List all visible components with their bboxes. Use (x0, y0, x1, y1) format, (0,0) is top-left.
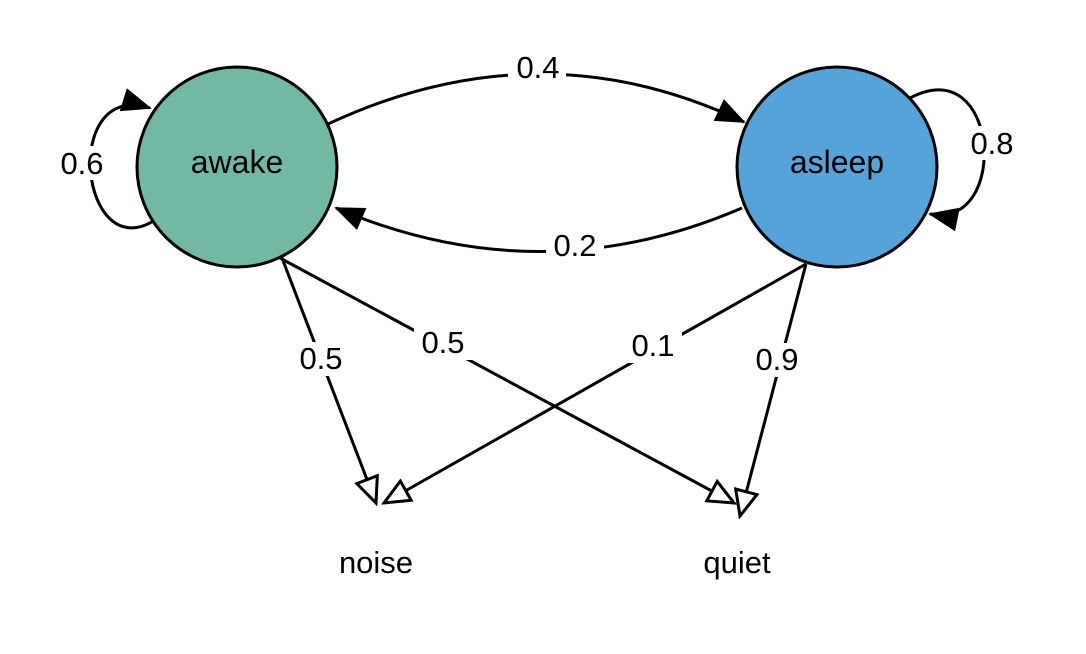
emission-edge-asleep-noise (384, 262, 807, 503)
transition-label-asleep-awake: 0.2 (553, 228, 596, 263)
observation-label-noise: noise (339, 545, 413, 580)
transition-label-asleep-self: 0.8 (970, 126, 1013, 161)
state-node-awake: awake (135, 65, 339, 269)
state-circle-awake (135, 65, 339, 269)
emission-edge-asleep-quiet (740, 263, 808, 516)
transition-label-awake-asleep: 0.4 (516, 50, 559, 85)
state-node-asleep: asleep (735, 65, 939, 269)
emission-label-asleep-noise: 0.1 (631, 328, 674, 363)
transition-edge-asleep-awake (334, 206, 743, 253)
emission-label-awake-quiet: 0.5 (421, 325, 464, 360)
emission-label-awake-noise: 0.5 (299, 341, 342, 376)
transition-label-awake-self: 0.6 (60, 146, 103, 181)
emission-edge-awake-quiet (279, 256, 734, 503)
state-label-asleep: asleep (790, 144, 884, 180)
emission-edge-awake-noise (280, 257, 376, 503)
state-circle-asleep (735, 65, 939, 269)
observation-label-quiet: quiet (703, 545, 771, 580)
state-label-awake: awake (191, 144, 284, 180)
emission-label-asleep-quiet: 0.9 (755, 342, 798, 377)
